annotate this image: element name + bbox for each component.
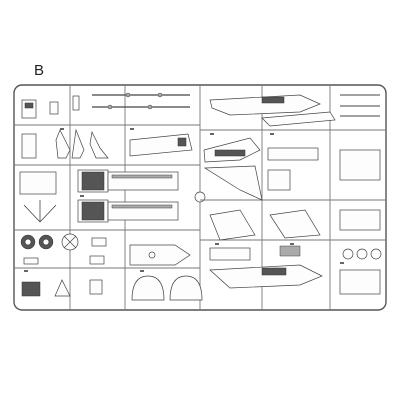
- small-part: [91, 237, 107, 247]
- panel-part: [209, 247, 251, 261]
- wheel-hub-part: [61, 233, 79, 251]
- center-gate: [194, 191, 206, 203]
- fuselage-half-part: [261, 111, 336, 127]
- strut-part: [23, 200, 57, 223]
- wheel-part: [20, 234, 36, 250]
- cockpit-frame-part: [55, 128, 109, 159]
- seat-part: [21, 99, 37, 119]
- grille-part: [21, 281, 41, 297]
- panel-part: [339, 149, 381, 181]
- fin-part: [54, 279, 71, 297]
- panel-part: [21, 133, 37, 159]
- intake-part: [129, 133, 193, 157]
- wheel-part: [38, 234, 54, 250]
- cockpit-tub-part: [19, 171, 57, 195]
- part-number-marks: [24, 128, 344, 272]
- fuselage-half-part: [209, 94, 321, 116]
- panel-part: [267, 169, 291, 191]
- panel-part: [339, 209, 381, 231]
- fuselage-half-part: [209, 264, 323, 289]
- small-part: [23, 257, 39, 265]
- rod-parts: [340, 94, 380, 117]
- small-part: [49, 101, 59, 115]
- wing-part: [203, 165, 263, 201]
- sprue-label: B: [34, 62, 45, 79]
- decal-part: [279, 245, 301, 257]
- exhaust-nozzle-part: [77, 169, 179, 193]
- panel-part: [339, 269, 381, 295]
- small-part: [89, 279, 103, 295]
- rod-parts: [92, 92, 190, 110]
- wing-part: [203, 137, 261, 163]
- nose-cone-part: [129, 244, 191, 266]
- panel-part: [267, 147, 319, 161]
- small-part: [72, 95, 80, 111]
- tail-fin-part: [269, 209, 321, 239]
- wheel-part: [342, 248, 382, 260]
- exhaust-nozzle-part: [77, 199, 179, 223]
- canopy-frame-part: [131, 275, 203, 301]
- small-part: [89, 255, 105, 265]
- tail-fin-part: [209, 209, 256, 241]
